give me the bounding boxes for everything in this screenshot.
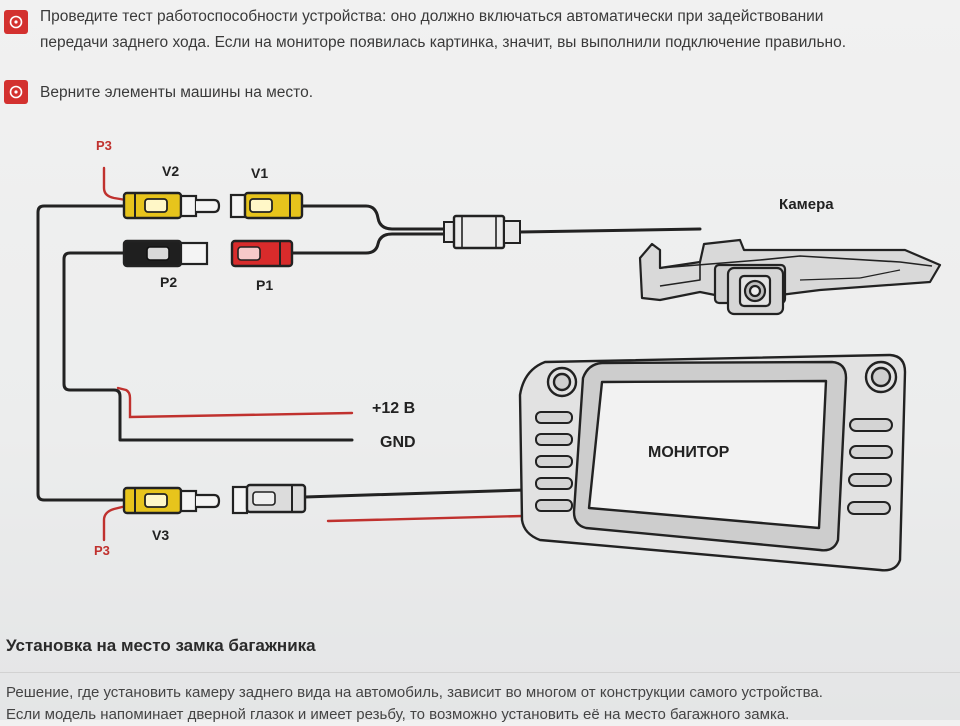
wires bbox=[36, 204, 702, 502]
wiring-diagram: P3 V2 V1 P2 P1 Камера +12 В GND МОНИТОР … bbox=[36, 138, 942, 572]
section-title: Установка на место замка багажника bbox=[6, 636, 316, 655]
red-wires bbox=[102, 166, 525, 542]
rca-connector-v1 bbox=[229, 191, 304, 220]
camera-icon bbox=[638, 238, 942, 316]
wire-p3-bottom bbox=[102, 504, 128, 542]
diagram-labels: P3 V2 V1 P2 P1 Камера +12 В GND МОНИТОР … bbox=[94, 138, 834, 558]
monitor-icon bbox=[518, 353, 907, 572]
label-p2: P2 bbox=[160, 274, 177, 290]
label-p3-top: P3 bbox=[96, 138, 112, 153]
label-p1: P1 bbox=[256, 277, 273, 293]
splitter-connector bbox=[443, 214, 521, 250]
label-p3-bottom: P3 bbox=[94, 543, 110, 558]
wire-monitor-power bbox=[326, 514, 525, 523]
wire-monitor-video bbox=[303, 488, 527, 499]
label-v3: V3 bbox=[152, 527, 169, 543]
wire-p1-splitter bbox=[290, 232, 447, 255]
paragraph-line-2: Если модель напоминает дверной глазок и … bbox=[6, 706, 790, 723]
wire-v2-v3 bbox=[36, 204, 127, 502]
wire-p3-top bbox=[102, 166, 128, 202]
label-camera: Камера bbox=[779, 196, 834, 213]
paragraph-line-1: Решение, где установить камеру заднего в… bbox=[6, 684, 823, 701]
wire-v1-splitter bbox=[300, 204, 447, 231]
rca-connector-v3 bbox=[122, 486, 221, 515]
step-1-line-2: передачи заднего хода. Если на мониторе … bbox=[40, 34, 847, 51]
info-bullet-icon bbox=[4, 10, 28, 34]
rca-connector-monitor bbox=[231, 483, 307, 515]
step-1-line-1: Проведите тест работоспособности устройс… bbox=[40, 8, 824, 25]
divider bbox=[0, 672, 960, 673]
label-monitor: МОНИТОР bbox=[648, 444, 730, 461]
rca-connector-v2 bbox=[122, 191, 221, 220]
step-text-1: Проведите тест работоспособности устройс… bbox=[40, 4, 846, 56]
label-v1: V1 bbox=[251, 165, 268, 181]
wire-plus12 bbox=[116, 386, 354, 419]
label-plus12: +12 В bbox=[372, 400, 415, 417]
power-connector-p2 bbox=[122, 239, 209, 268]
step-text-2: Верните элементы машины на место. bbox=[40, 84, 314, 101]
section-paragraph: Решение, где установить камеру заднего в… bbox=[6, 682, 823, 726]
label-gnd: GND bbox=[380, 434, 416, 451]
label-v2: V2 bbox=[162, 163, 179, 179]
power-connector-p1 bbox=[230, 239, 294, 268]
wire-p2-gnd bbox=[62, 251, 354, 442]
wire-splitter-camera bbox=[518, 227, 702, 234]
info-bullet-icon bbox=[4, 80, 28, 104]
